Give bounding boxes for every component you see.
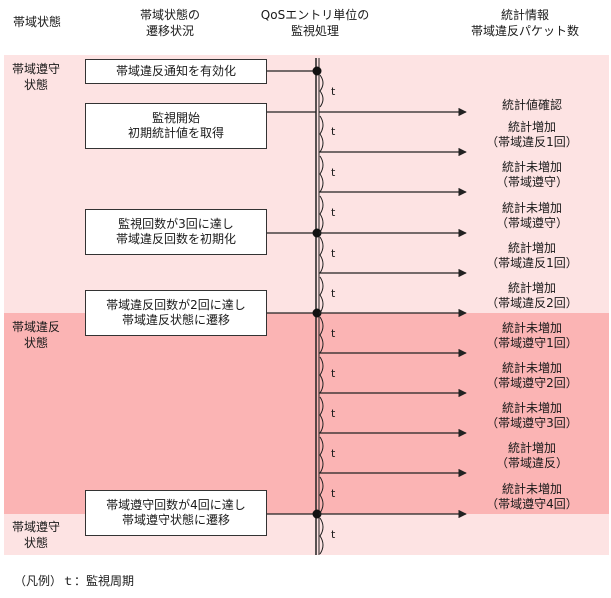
stat-9-line1: 統計未増加 xyxy=(501,401,562,415)
period-label-9: t xyxy=(331,407,336,420)
stat-10-line1: 統計増加 xyxy=(507,441,556,455)
box-transition-compliant-line2: 帯域遵守状態に遷移 xyxy=(121,513,230,527)
stat-label-6: 統計増加 （帯域違反2回） xyxy=(468,281,596,311)
band-label-compliant-line2: 状態 xyxy=(23,78,48,92)
band-label-compliant-final-line2: 状態 xyxy=(23,536,48,550)
event-dot-3 xyxy=(312,308,322,318)
period-label-11: t xyxy=(331,487,336,500)
box-start-monitoring: 監視開始 初期統計値を取得 xyxy=(85,103,267,149)
header-qos-line1: QoSエントリ単位の xyxy=(260,8,370,22)
stat-label-1: 統計値確認 xyxy=(468,98,596,113)
stat-4-line1: 統計未増加 xyxy=(501,201,562,215)
stat-4-line2: （帯域遵守） xyxy=(495,216,568,230)
band-label-compliant-final-line1: 帯域遵守 xyxy=(11,520,60,534)
header-stats-line2: 帯域違反パケット数 xyxy=(470,24,579,38)
stat-label-10: 統計増加 （帯域違反） xyxy=(468,441,596,471)
period-braces xyxy=(319,74,324,555)
period-label-1: t xyxy=(331,85,336,98)
stat-6-line2: （帯域違反2回） xyxy=(486,296,578,310)
box-start-monitoring-line1: 監視開始 xyxy=(151,111,200,125)
stat-label-11: 統計未増加 （帯域遵守4回） xyxy=(468,482,596,512)
header-transition: 帯域状態の 遷移状況 xyxy=(100,7,240,39)
header-qos-monitoring: QoSエントリ単位の 監視処理 xyxy=(240,7,390,39)
box-reset-line2: 帯域違反回数を初期化 xyxy=(115,232,236,246)
compliant-state-band xyxy=(4,55,609,313)
stat-2-line2: （帯域違反1回） xyxy=(486,135,578,149)
stat-6-line1: 統計増加 xyxy=(507,281,556,295)
stat-label-2: 統計増加 （帯域違反1回） xyxy=(468,120,596,150)
period-label-5: t xyxy=(331,247,336,260)
period-label-7: t xyxy=(331,327,336,340)
box-reset-violation-count: 監視回数が3回に達し 帯域違反回数を初期化 xyxy=(85,209,267,255)
box-start-monitoring-line2: 初期統計値を取得 xyxy=(127,126,224,140)
stat-label-4: 統計未増加 （帯域遵守） xyxy=(468,201,596,231)
box-transition-compliant: 帯域遵守回数が4回に達し 帯域遵守状態に遷移 xyxy=(85,490,267,536)
stat-9-line2: （帯域遵守3回） xyxy=(486,416,578,430)
box-transition-violation-line2: 帯域違反状態に遷移 xyxy=(121,313,230,327)
box-transition-violation-line1: 帯域違反回数が2回に達し xyxy=(106,298,246,312)
period-label-3: t xyxy=(331,166,336,179)
stat-label-7: 統計未増加 （帯域遵守1回） xyxy=(468,321,596,351)
period-label-10: t xyxy=(331,447,336,460)
header-transition-line1: 帯域状態の xyxy=(139,8,200,22)
band-label-violation-line1: 帯域違反 xyxy=(11,320,60,334)
stat-11-line1: 統計未増加 xyxy=(501,482,562,496)
period-label-8: t xyxy=(331,367,336,380)
stat-3-line1: 統計未増加 xyxy=(501,160,562,174)
header-stats-line1: 統計情報 xyxy=(500,8,549,22)
stat-8-line1: 統計未増加 xyxy=(501,361,562,375)
period-label-2: t xyxy=(331,125,336,138)
box-transition-compliant-line1: 帯域遵守回数が4回に達し xyxy=(106,498,246,512)
stat-label-5: 統計増加 （帯域違反1回） xyxy=(468,241,596,271)
stat-3-line2: （帯域遵守） xyxy=(495,175,568,189)
stat-5-line2: （帯域違反1回） xyxy=(486,256,578,270)
stat-10-line2: （帯域違反） xyxy=(495,456,568,470)
violation-state-band xyxy=(4,313,609,514)
stat-label-9: 統計未増加 （帯域遵守3回） xyxy=(468,401,596,431)
header-band-state: 帯域状態 xyxy=(12,15,61,29)
band-label-violation-line2: 状態 xyxy=(23,336,48,350)
stat-8-line2: （帯域遵守2回） xyxy=(486,376,578,390)
header-transition-line2: 遷移状況 xyxy=(145,24,194,38)
stat-5-line1: 統計増加 xyxy=(507,241,556,255)
event-dot-1 xyxy=(312,66,322,76)
legend-text: （凡例）ｔ：監視周期 xyxy=(14,574,135,588)
box-reset-line1: 監視回数が3回に達し xyxy=(118,217,234,231)
stat-7-line1: 統計未増加 xyxy=(501,321,562,335)
band-label-compliant-final: 帯域遵守 状態 xyxy=(4,519,68,551)
period-label-12: t xyxy=(331,528,336,541)
stat-label-3: 統計未増加 （帯域遵守） xyxy=(468,160,596,190)
event-dot-2 xyxy=(312,228,322,238)
box-enable-notification: 帯域違反通知を有効化 xyxy=(85,59,267,84)
stat-11-line2: （帯域遵守4回） xyxy=(486,497,578,511)
box-transition-violation: 帯域違反回数が2回に達し 帯域違反状態に遷移 xyxy=(85,290,267,336)
header-qos-line2: 監視処理 xyxy=(290,24,339,38)
box-enable-notification-line1: 帯域違反通知を有効化 xyxy=(115,64,236,78)
stat-7-line2: （帯域遵守1回） xyxy=(486,336,578,350)
period-label-4: t xyxy=(331,206,336,219)
header-statistics: 統計情報 帯域違反パケット数 xyxy=(450,7,600,39)
stat-arrows xyxy=(319,107,467,519)
period-label-6: t xyxy=(331,287,336,300)
stat-label-8: 統計未増加 （帯域遵守2回） xyxy=(468,361,596,391)
stat-1-line1: 統計値確認 xyxy=(501,98,562,112)
stat-2-line1: 統計増加 xyxy=(507,120,556,134)
band-label-compliant-line1: 帯域遵守 xyxy=(11,62,60,76)
band-label-violation: 帯域違反 状態 xyxy=(4,319,68,351)
event-dot-4 xyxy=(312,509,322,519)
band-label-compliant: 帯域遵守 状態 xyxy=(4,61,68,93)
